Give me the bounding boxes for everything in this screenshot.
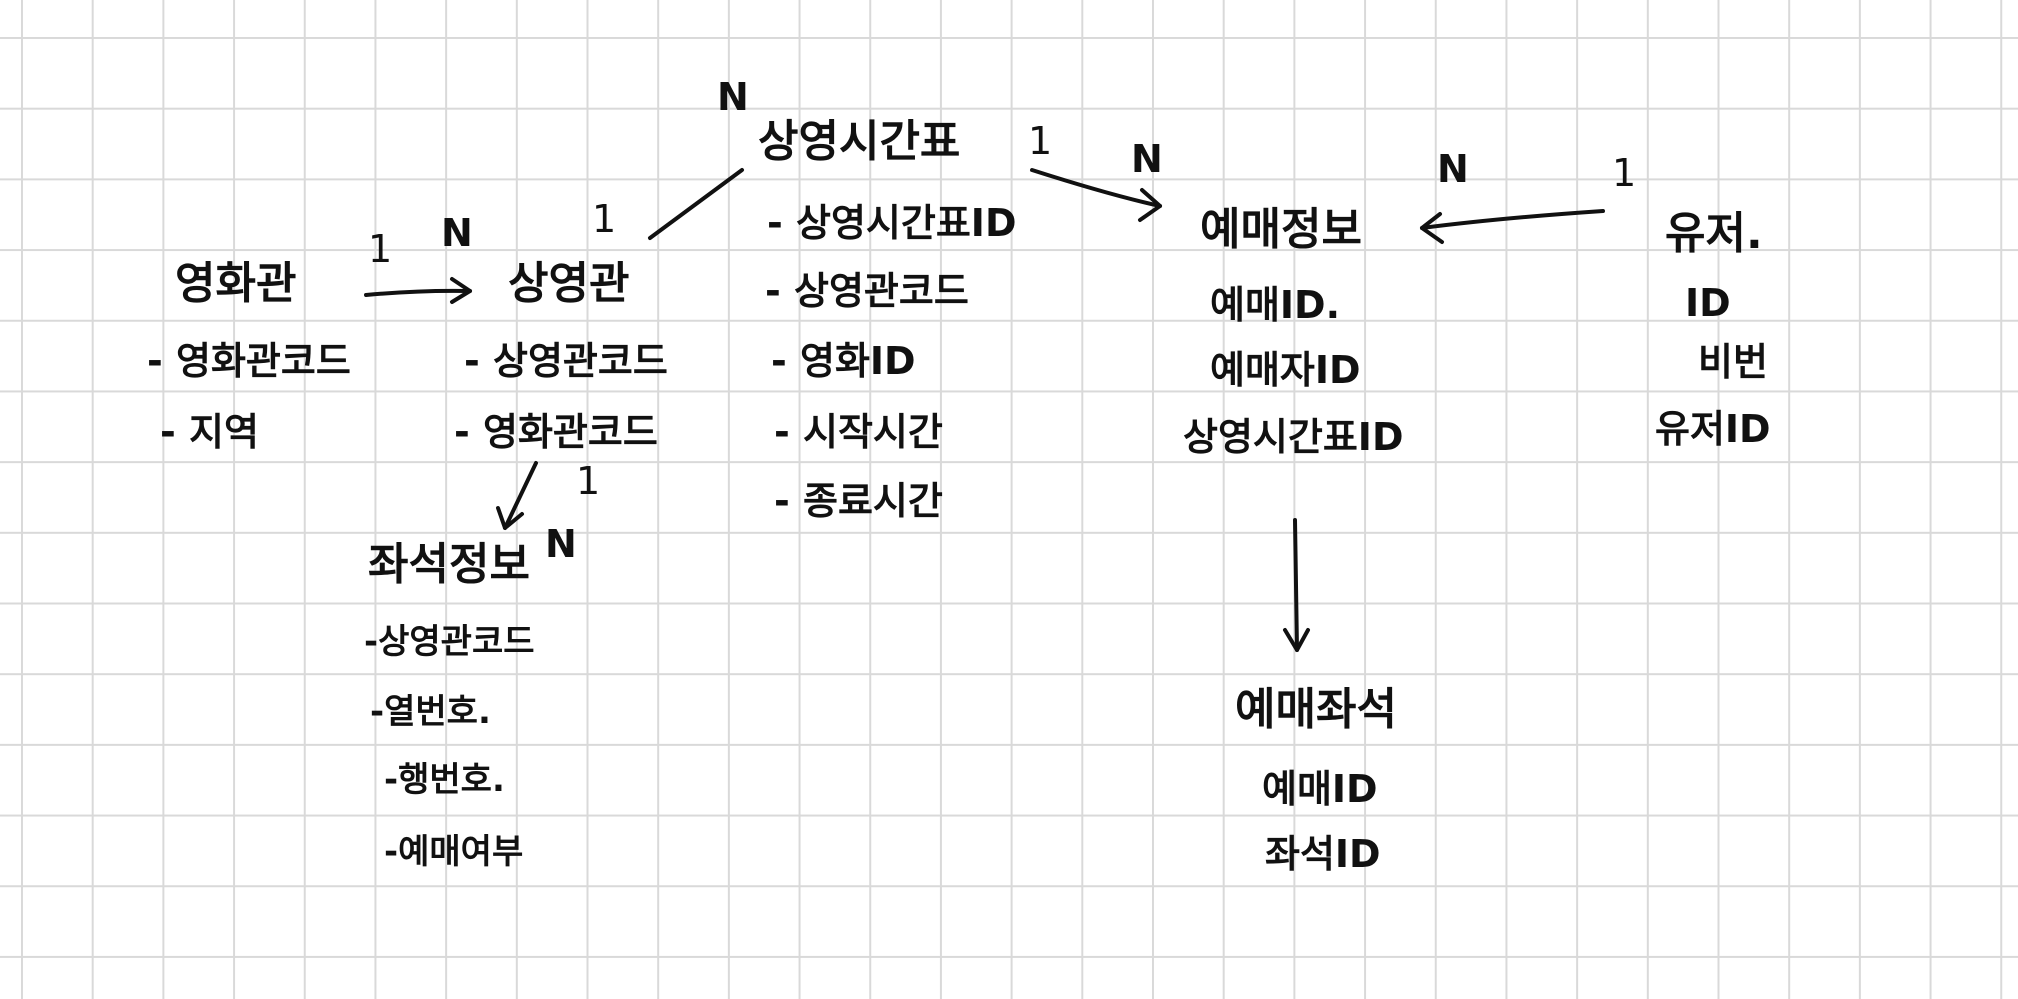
entity-user-field: ID bbox=[1685, 281, 1731, 325]
cardinality-screen-1: 1 bbox=[592, 197, 617, 241]
link-screen-seat bbox=[503, 461, 538, 530]
entity-cinema-title: 영화관 bbox=[175, 258, 297, 309]
entity-reservation-field: 예매ID. bbox=[1210, 283, 1341, 327]
link-user-reservation bbox=[1420, 209, 1605, 230]
entity-screen-field: - 상영관코드 bbox=[464, 339, 668, 383]
link-reservation-reservedseat bbox=[1293, 518, 1299, 652]
entity-reserved-seat-field: 좌석ID bbox=[1265, 832, 1381, 876]
link-cinema-screen bbox=[364, 288, 472, 297]
cardinality-reservation-n-user: N bbox=[1437, 147, 1469, 191]
entity-screen-title: 상영관 bbox=[508, 258, 630, 309]
entity-reservation-field: 상영시간표ID bbox=[1183, 415, 1404, 459]
cardinality-schedule-n: N bbox=[717, 75, 749, 119]
entity-seat-field: -행번호. bbox=[384, 760, 505, 800]
arrowhead-reservation-reservedseat bbox=[1283, 628, 1310, 652]
entity-schedule-field: - 영화ID bbox=[771, 339, 916, 383]
entity-screen-field: - 영화관코드 bbox=[454, 410, 658, 454]
cardinality-screen-seat-1: 1 bbox=[576, 459, 601, 503]
entity-reservation-title: 예매정보 bbox=[1200, 204, 1362, 255]
entity-schedule-field: - 상영시간표ID bbox=[767, 201, 1017, 245]
arrowhead-user-reservation bbox=[1420, 212, 1444, 244]
arrowhead-cinema-screen bbox=[450, 277, 472, 304]
entity-user-field: 유저ID bbox=[1655, 407, 1771, 451]
entity-seat-field: -예매여부 bbox=[384, 832, 524, 872]
cardinality-user-1: 1 bbox=[1612, 151, 1637, 195]
entity-user-field: 비번 bbox=[1698, 340, 1768, 384]
cardinality-screen-n: N bbox=[441, 211, 473, 255]
cardinality-schedule-1: 1 bbox=[1028, 119, 1053, 163]
entity-reservation-field: 예매자ID bbox=[1210, 348, 1361, 392]
link-screen-schedule bbox=[648, 168, 744, 240]
arrowhead-screen-seat bbox=[496, 506, 524, 530]
entity-cinema-field: - 지역 bbox=[160, 410, 259, 454]
arrowhead-schedule-reservation bbox=[1138, 188, 1162, 222]
entity-seat-field: -열번호. bbox=[370, 692, 491, 732]
entity-user-title: 유저. bbox=[1665, 208, 1763, 259]
entity-schedule-field: - 시작시간 bbox=[774, 410, 943, 454]
entity-seat-field: -상영관코드 bbox=[364, 622, 535, 662]
cardinality-seat-n: N bbox=[545, 522, 577, 566]
cardinality-cinema-1: 1 bbox=[368, 227, 393, 271]
entity-schedule-field: - 상영관코드 bbox=[765, 269, 969, 313]
entity-reserved-seat-title: 예매좌석 bbox=[1235, 684, 1397, 735]
entity-schedule-title: 상영시간표 bbox=[758, 116, 961, 167]
entity-schedule-field: - 종료시간 bbox=[774, 479, 943, 523]
cardinality-reservation-n-schedule: N bbox=[1131, 137, 1163, 181]
entity-cinema-field: - 영화관코드 bbox=[147, 339, 351, 383]
entity-seat-title: 좌석정보 bbox=[368, 539, 530, 590]
entity-reserved-seat-field: 예매ID bbox=[1262, 767, 1378, 811]
